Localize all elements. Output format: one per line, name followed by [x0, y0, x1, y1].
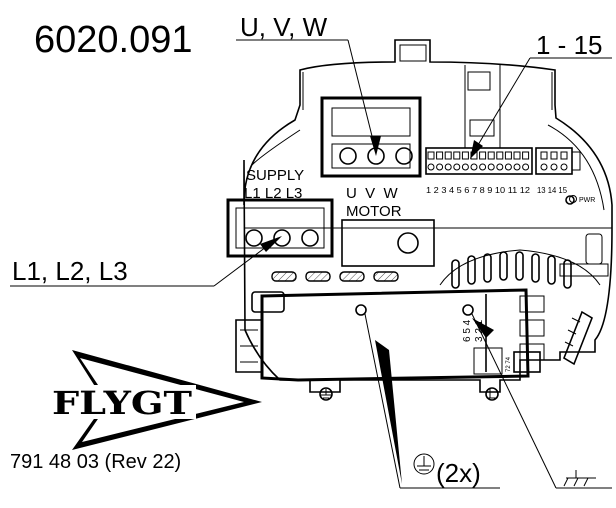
- ground-leader: [355, 304, 500, 489]
- terminal-clamp: [436, 151, 444, 160]
- terminal-pin: [436, 163, 444, 171]
- terminal-clamp: [504, 151, 512, 160]
- terminal-pin: [513, 163, 521, 171]
- terminal-pin: [461, 163, 469, 171]
- vent-slot: [467, 255, 476, 285]
- relay-numbers-top: 6 5 4: [462, 319, 473, 342]
- terminal-pin: [550, 163, 558, 171]
- terminal-numbers-label: 1 2 3 4 5 6 7 8 9 10 11 12: [426, 185, 530, 195]
- supply-terminal-block: [226, 198, 334, 258]
- terminal-pin: [453, 163, 461, 171]
- terminal-clamp: [513, 151, 521, 160]
- vent-slot: [451, 259, 460, 289]
- terminal-clamp: [453, 151, 461, 160]
- fuse-links: [271, 271, 399, 282]
- vent-slot: [531, 253, 540, 283]
- terminal-pin: [522, 163, 530, 171]
- relay-module: [235, 288, 593, 382]
- motor-phases-label: U V W: [346, 185, 399, 202]
- motor-heading-label: MOTOR: [346, 203, 402, 220]
- control-callout-label: 1 - 15: [536, 30, 603, 60]
- supply-callout-label: L1, L2, L3: [12, 256, 128, 286]
- terminal-pin: [427, 163, 435, 171]
- supply-phases-label: L1 L2 L3: [244, 185, 302, 202]
- supply-screw-l1: [245, 229, 263, 247]
- supply-screw-l3: [301, 229, 319, 247]
- relay-small-label: 72 74: [506, 356, 512, 372]
- terminal-clamp: [479, 151, 487, 160]
- terminal-clamp: [522, 151, 530, 160]
- supply-screw-l2: [273, 229, 291, 247]
- flygt-logo: FLYGT: [48, 350, 262, 450]
- terminal-numbers-b-label: 13 14 15: [537, 185, 567, 195]
- terminal-pin: [487, 163, 495, 171]
- chassis-ground-lugs: [319, 387, 499, 401]
- terminal-clamp: [496, 151, 504, 160]
- terminal-clamp: [487, 151, 495, 160]
- uvw-callout-label: U, V, W: [240, 12, 328, 42]
- board-components: [341, 195, 609, 289]
- controller-outline: [243, 39, 613, 393]
- control-terminal-strip: [425, 147, 581, 175]
- uvw-leader: [236, 39, 381, 156]
- ground-count-label: (2x): [436, 458, 481, 488]
- chassis-ground-leader: [462, 304, 612, 489]
- vent-slot: [515, 251, 524, 281]
- terminal-pin: [496, 163, 504, 171]
- terminal-clamp: [560, 151, 568, 160]
- terminal-clamp: [461, 151, 469, 160]
- vent-slot: [563, 259, 572, 289]
- motor-screw-w: [395, 147, 413, 165]
- terminal-clamp: [550, 151, 558, 160]
- vent-slot: [499, 251, 508, 281]
- supply-leader: [10, 236, 282, 287]
- pwr-led: [397, 232, 419, 254]
- terminal-pin: [504, 163, 512, 171]
- terminal-pin: [540, 163, 548, 171]
- pwr-label: PWR: [579, 197, 595, 204]
- motor-screw-u: [339, 147, 357, 165]
- terminal-clamp: [444, 151, 452, 160]
- vent-slot: [483, 253, 492, 283]
- part-number: 6020.091: [34, 19, 193, 61]
- terminal-clamp: [427, 151, 435, 160]
- vent-slot: [547, 255, 556, 285]
- control-leader: [470, 57, 612, 159]
- terminal-pin: [479, 163, 487, 171]
- flygt-wordmark: FLYGT: [52, 384, 192, 422]
- supply-heading-label: SUPPLY: [246, 167, 304, 184]
- terminal-pin: [560, 163, 568, 171]
- terminal-pin: [470, 163, 478, 171]
- drawing-number: 791 48 03 (Rev 22): [10, 451, 181, 473]
- terminal-pin: [444, 163, 452, 171]
- terminal-clamp: [540, 151, 548, 160]
